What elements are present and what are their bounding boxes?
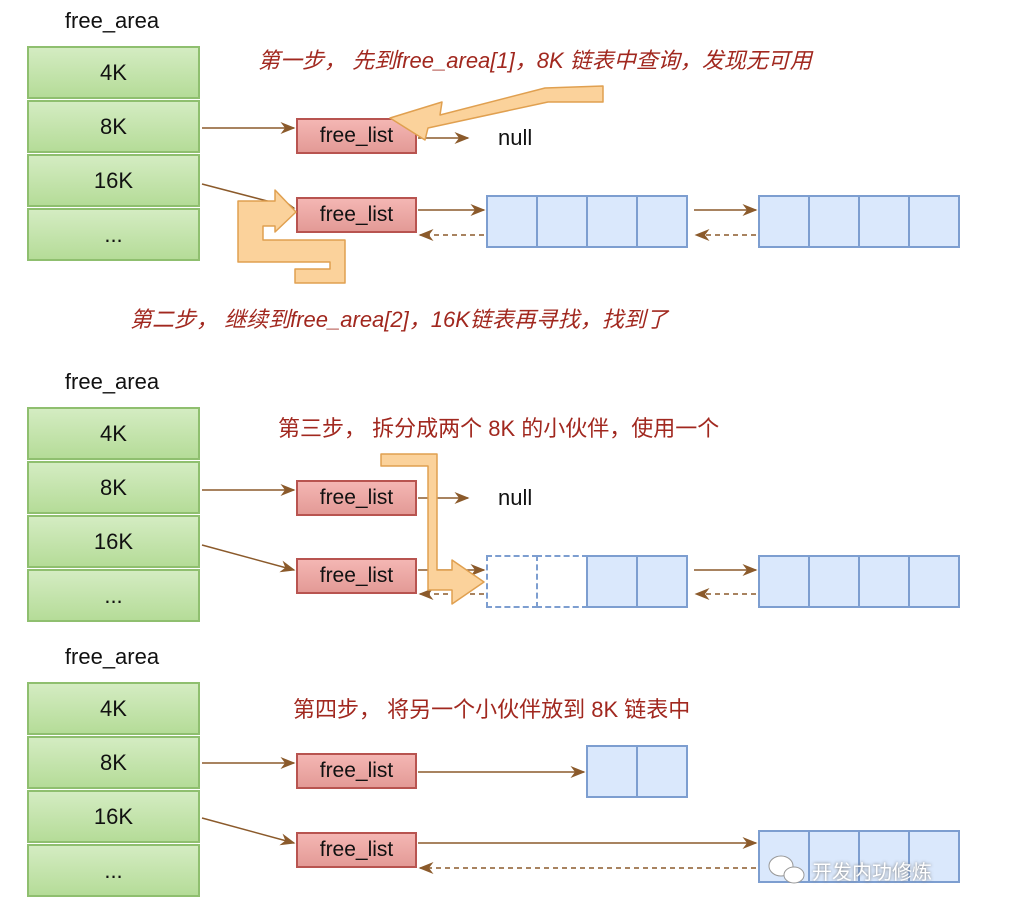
step3-text: 第三步， 拆分成两个 8K 的小伙伴，使用一个 (278, 416, 720, 441)
block-group-split (486, 555, 688, 608)
free-area-title: free_area (64, 369, 160, 394)
free-area-4k: 4K (27, 682, 200, 735)
free-area-8k: 8K (27, 461, 200, 514)
free-area-more: ... (27, 569, 200, 622)
free-list-16k: free_list (296, 832, 417, 868)
free-area-8k: 8K (27, 736, 200, 789)
block-group-8k (586, 745, 688, 798)
wechat-icon (768, 855, 805, 884)
free-list-8k: free_list (296, 480, 417, 516)
block-group-16k-b (758, 555, 960, 608)
free-list-8k: free_list (296, 118, 417, 154)
free-list-16k: free_list (296, 558, 417, 594)
free-area-title: free_area (64, 644, 160, 669)
free-area-column: 4K 8K 16K ... (27, 46, 200, 262)
free-area-4k: 4K (27, 46, 200, 99)
step3-highlight-arrow (380, 453, 485, 605)
step1-highlight-arrow (389, 85, 604, 141)
free-area-16k: 16K (27, 790, 200, 843)
free-area-8k: 8K (27, 100, 200, 153)
link-arrows (201, 122, 758, 874)
step4-text: 第四步， 将另一个小伙伴放到 8K 链表中 (293, 697, 691, 722)
free-area-more: ... (27, 844, 200, 897)
block-group-16k-a (486, 195, 688, 248)
free-area-more: ... (27, 208, 200, 261)
free-area-16k: 16K (27, 515, 200, 568)
watermark: 开发内功修炼 (812, 862, 932, 884)
free-list-8k: free_list (296, 753, 417, 789)
free-area-16k: 16K (27, 154, 200, 207)
highlight-arrows (237, 85, 604, 605)
null-label: null (498, 125, 533, 150)
free-list-16k: free_list (296, 197, 417, 233)
step1-text: 第一步， 先到free_area[1]，8K 链表中查询，发现无可用 (258, 48, 812, 73)
free-area-title: free_area (64, 8, 160, 33)
free-area-column: 4K 8K 16K ... (27, 682, 200, 898)
null-label: null (498, 485, 533, 510)
free-area-4k: 4K (27, 407, 200, 460)
step2-highlight-arrow (237, 189, 346, 284)
free-area-column: 4K 8K 16K ... (27, 407, 200, 623)
step2-text: 第二步， 继续到free_area[2]，16K链表再寻找，找到了 (130, 307, 668, 332)
block-group-16k-b (758, 195, 960, 248)
